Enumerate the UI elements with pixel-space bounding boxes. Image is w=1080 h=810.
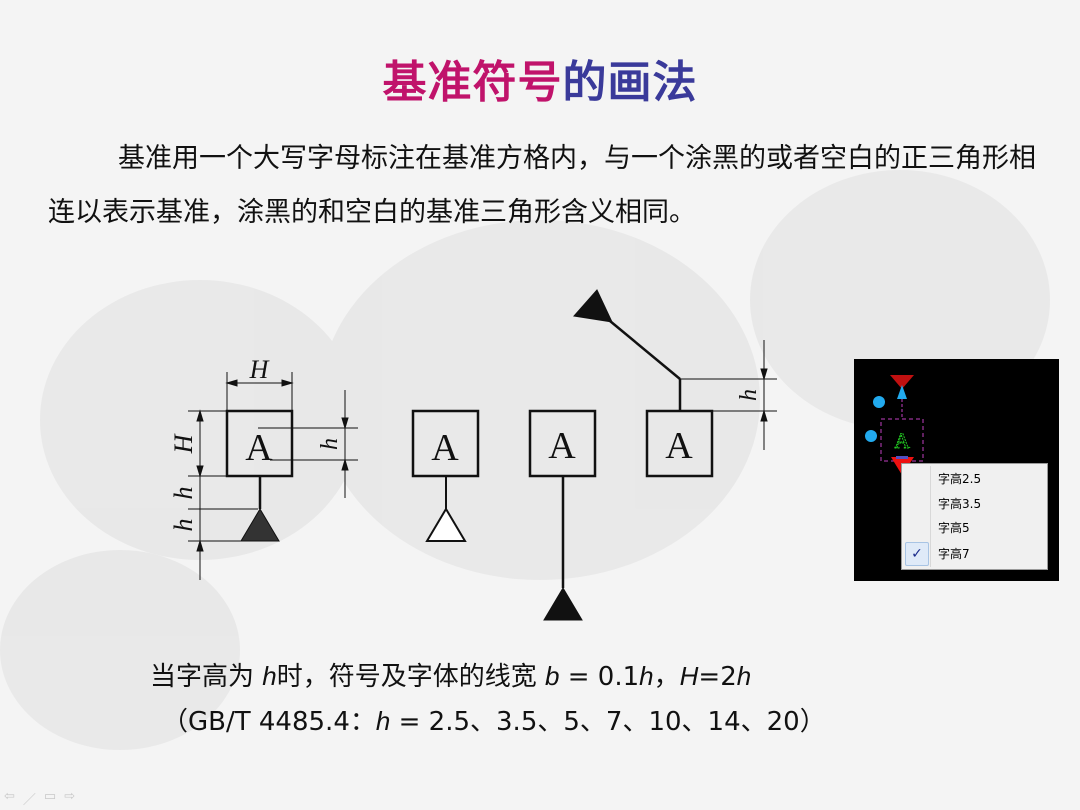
datum-symbol-3: A	[528, 409, 597, 621]
svg-text:H: H	[249, 355, 270, 384]
svg-text:H: H	[169, 433, 198, 454]
grip-point-icon[interactable]	[865, 430, 877, 442]
page-title: 基准符号的画法	[0, 46, 1080, 110]
svg-text:h: h	[736, 389, 762, 401]
svg-text:A: A	[894, 428, 910, 453]
line-width-note: 当字高为 h时，符号及字体的线宽 b = 0.1h，H=2h （GB/T 448…	[150, 654, 826, 744]
text-height-context-menu: 字高2.5 字高3.5 字高5 ✓ 字高7	[901, 463, 1048, 570]
slide-nav-bar: ⇦ ／ ▭ ⇨	[4, 789, 75, 808]
menu-separator	[930, 466, 931, 567]
red-hatched-triangle-icon	[890, 375, 914, 389]
svg-text:h: h	[317, 438, 343, 450]
svg-text:A: A	[245, 427, 273, 469]
datum-symbol-4: A h	[573, 289, 777, 478]
svg-text:A: A	[431, 427, 459, 469]
note-line-2: （GB/T 4485.4：h = 2.5、3.5、5、7、10、14、20）	[162, 706, 826, 737]
menu-item-height-2-5[interactable]: 字高2.5	[938, 472, 982, 486]
svg-text:h: h	[169, 519, 198, 532]
svg-text:A: A	[665, 425, 693, 467]
svg-text:A: A	[548, 425, 576, 467]
menu-item-height-3-5[interactable]: 字高3.5	[938, 497, 982, 511]
datum-symbol-2: A	[411, 409, 480, 542]
title-rest: 的画法	[562, 57, 698, 108]
prev-arrow-icon[interactable]: ⇦	[4, 789, 15, 804]
menu-item-height-5[interactable]: 字高5	[938, 521, 970, 535]
menu-icon[interactable]: ▭	[43, 789, 57, 804]
description-paragraph: 基准用一个大写字母标注在基准方格内，与一个涂黑的或者空白的正三角形相连以表示基准…	[48, 132, 1038, 240]
note-line-1: 当字高为 h时，符号及字体的线宽 b = 0.1h，H=2h	[150, 661, 752, 692]
title-highlight: 基准符号	[382, 57, 563, 108]
grip-point-icon[interactable]	[873, 396, 885, 408]
datum-symbol-diagram: A H H h h	[169, 289, 777, 621]
pen-icon[interactable]: ／	[22, 793, 36, 808]
next-arrow-icon[interactable]: ⇨	[64, 789, 76, 804]
menu-item-height-7[interactable]: 字高7	[938, 547, 970, 561]
paragraph-text: 基准用一个大写字母标注在基准方格内，与一个涂黑的或者空白的正三角形相连以表示基准…	[48, 143, 1036, 228]
check-icon: ✓	[905, 542, 929, 566]
datum-symbol-1: A H H h h	[169, 355, 358, 580]
svg-text:h: h	[169, 487, 198, 500]
